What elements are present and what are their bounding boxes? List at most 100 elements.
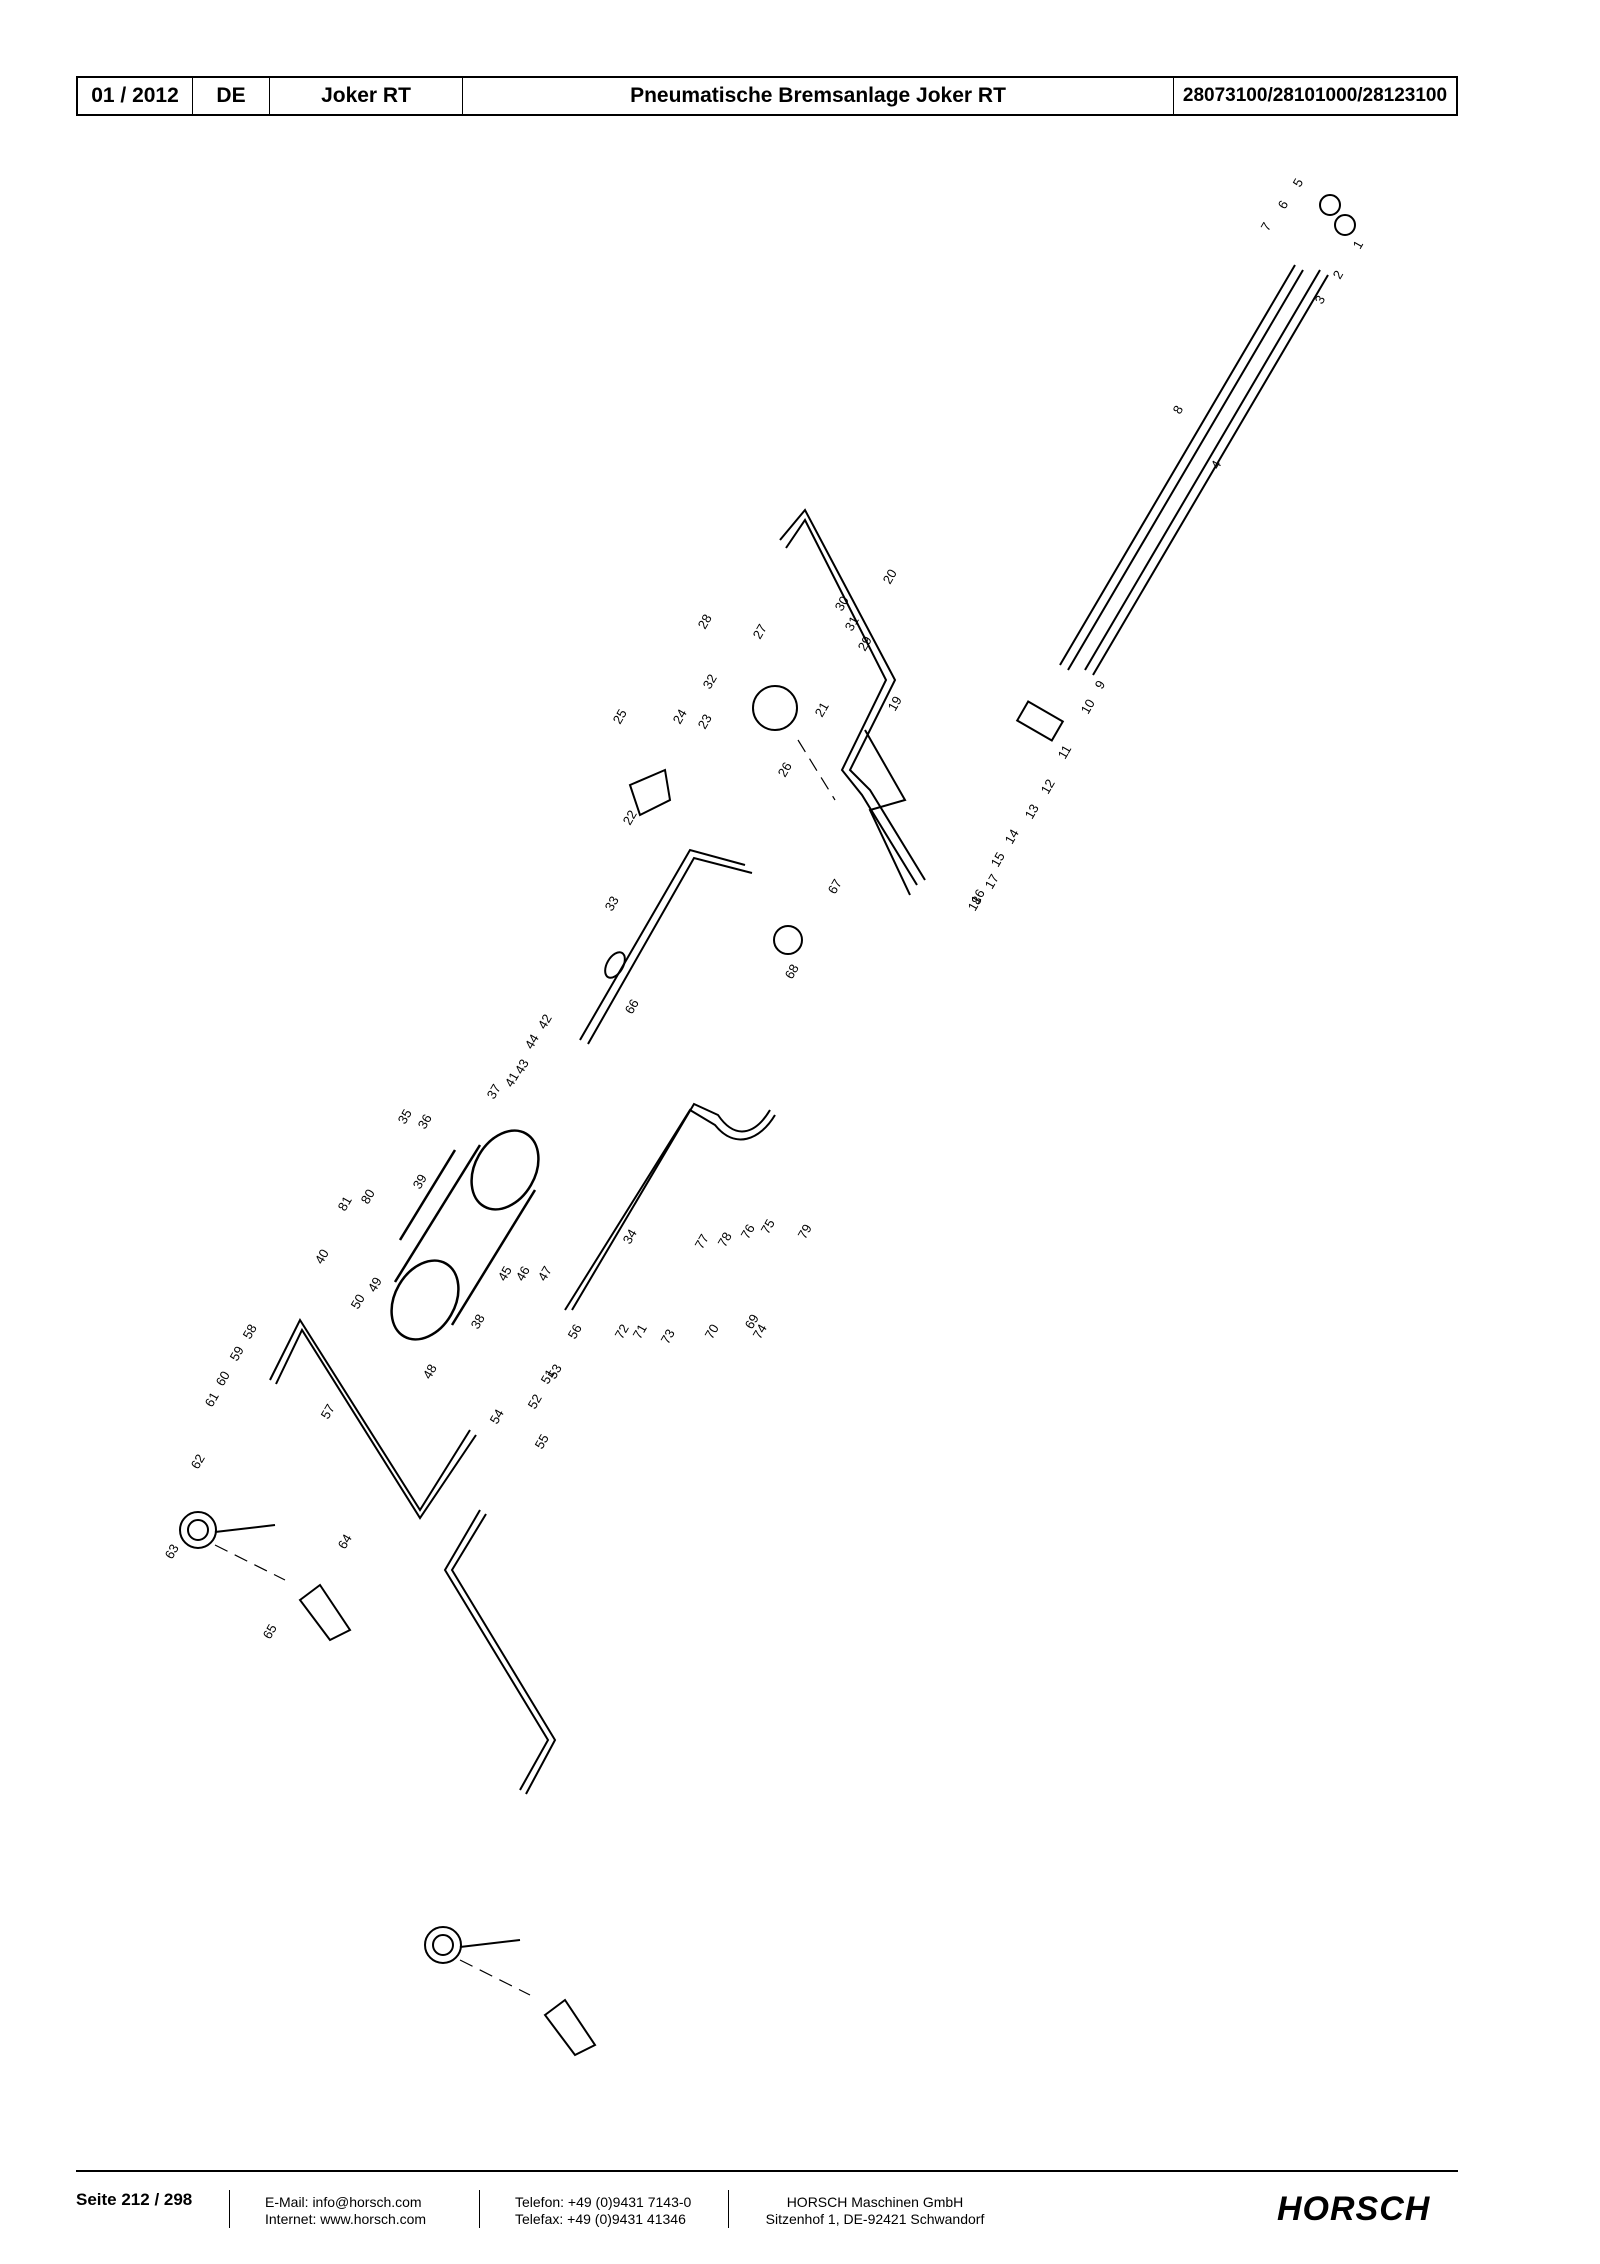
pipe-19: [864, 729, 911, 896]
part-label-78: 78: [715, 1229, 735, 1249]
part-label-15: 15: [988, 849, 1008, 869]
brake-cylinder-63-upper: [179, 1511, 276, 1549]
part-label-44: 44: [522, 1031, 542, 1051]
part-label-42: 42: [535, 1011, 555, 1031]
part-label-10: 10: [1078, 696, 1098, 716]
part-label-41: 41: [502, 1069, 522, 1089]
part-label-59: 59: [227, 1343, 247, 1363]
part-label-46: 46: [513, 1263, 533, 1283]
part-label-30: 30: [832, 593, 852, 613]
distributor-11: [1015, 700, 1065, 742]
header-date: 01 / 2012: [78, 78, 193, 114]
pipe-34: [564, 1102, 776, 1311]
part-label-70: 70: [702, 1321, 722, 1341]
part-label-62: 62: [188, 1451, 208, 1471]
page-number: Seite 212 / 298: [76, 2190, 193, 2209]
pipe-20: [779, 508, 926, 886]
part-label-79: 79: [795, 1221, 815, 1241]
pipe-57-upper: [269, 1317, 477, 1520]
coupling-head-1: [1334, 214, 1356, 236]
part-label-56: 56: [565, 1321, 585, 1341]
part-label-51: 51: [538, 1366, 558, 1386]
part-label-7: 7: [1258, 220, 1275, 234]
part-label-55: 55: [532, 1431, 552, 1451]
air-tank-38: [390, 1129, 540, 1341]
horsch-logo: HORSCH: [1277, 2190, 1431, 2228]
part-label-65: 65: [260, 1621, 280, 1641]
part-label-22: 22: [620, 807, 640, 827]
part-label-14: 14: [1002, 826, 1022, 846]
part-label-49: 49: [365, 1274, 385, 1294]
part-label-25: 25: [610, 706, 630, 726]
bracket-64-upper: [298, 1583, 352, 1642]
part-label-36: 36: [415, 1111, 435, 1131]
footer-separator: [728, 2190, 729, 2228]
part-label-71: 71: [630, 1321, 650, 1341]
part-label-74: 74: [750, 1321, 770, 1341]
footer-email: E-Mail: info@horsch.com: [265, 2194, 422, 2210]
part-label-28: 28: [695, 611, 715, 631]
part-label-63: 63: [162, 1541, 182, 1561]
header-machine: Joker RT: [270, 78, 463, 114]
brake-cylinder-63-lower: [424, 1926, 521, 1964]
footer-contact-web: E-Mail: info@horsch.com Internet: www.ho…: [265, 2194, 426, 2228]
footer-separator: [479, 2190, 480, 2228]
pipe-57-lower: [443, 1509, 557, 1795]
header: 01 / 2012 DE Joker RT Pneumatische Brems…: [76, 76, 1458, 116]
footer-divider: [76, 2170, 1458, 2172]
part-label-24: 24: [670, 706, 690, 726]
part-label-47: 47: [535, 1263, 555, 1283]
part-label-64: 64: [335, 1531, 355, 1551]
part-label-57: 57: [318, 1401, 338, 1421]
part-label-69: 69: [742, 1311, 762, 1331]
valve-21: [752, 685, 798, 731]
part-label-6: 6: [1275, 198, 1292, 212]
part-label-50: 50: [348, 1291, 368, 1311]
part-label-1: 1: [1350, 238, 1367, 252]
ring-66: [604, 951, 626, 979]
part-label-80: 80: [358, 1186, 378, 1206]
header-title: Pneumatische Bremsanlage Joker RT: [463, 78, 1174, 114]
footer-fax: Telefax: +49 (0)9431 41346: [515, 2211, 686, 2227]
part-label-38: 38: [468, 1311, 488, 1331]
part-label-34: 34: [620, 1226, 640, 1246]
part-label-60: 60: [213, 1368, 233, 1388]
footer-phone: Telefon: +49 (0)9431 7143-0: [515, 2194, 692, 2210]
part-label-18: 18: [965, 893, 985, 913]
part-label-75: 75: [758, 1216, 778, 1236]
part-label-27: 27: [750, 621, 770, 641]
part-label-19: 19: [885, 693, 905, 713]
footer-internet: Internet: www.horsch.com: [265, 2211, 427, 2227]
part-label-48: 48: [420, 1361, 440, 1381]
pipe-33: [579, 848, 753, 1045]
part-label-58: 58: [240, 1321, 260, 1341]
part-label-61: 61: [202, 1389, 222, 1409]
footer-contact-phone: Telefon: +49 (0)9431 7143-0 Telefax: +49…: [515, 2194, 691, 2228]
header-part-numbers: 28073100/28101000/28123100: [1182, 85, 1448, 106]
part-label-16: 16: [968, 886, 988, 906]
part-label-67: 67: [825, 876, 845, 896]
bracket-64-lower: [543, 1998, 597, 2057]
part-label-17: 17: [982, 871, 1002, 891]
part-label-5: 5: [1290, 176, 1307, 190]
header-language: DE: [193, 78, 270, 114]
part-label-11: 11: [1055, 742, 1075, 761]
part-label-32: 32: [700, 671, 720, 691]
part-label-2: 2: [1330, 268, 1347, 282]
part-label-73: 73: [658, 1326, 678, 1346]
part-label-12: 12: [1038, 776, 1058, 796]
part-label-31: 31: [842, 613, 862, 633]
footer-address: Sitzenhof 1, DE-92421 Schwandorf: [765, 2211, 985, 2227]
bracket-22: [628, 768, 672, 817]
part-label-26: 26: [775, 759, 795, 779]
pipe-4: [1084, 269, 1329, 676]
footer-separator: [229, 2190, 230, 2228]
part-label-52: 52: [525, 1391, 545, 1411]
coupling-head-5: [1319, 194, 1341, 216]
part-label-66: 66: [622, 996, 642, 1016]
part-label-40: 40: [312, 1246, 332, 1266]
part-label-81: 81: [335, 1193, 355, 1213]
part-label-54: 54: [487, 1406, 507, 1426]
valve-68: [773, 925, 803, 955]
